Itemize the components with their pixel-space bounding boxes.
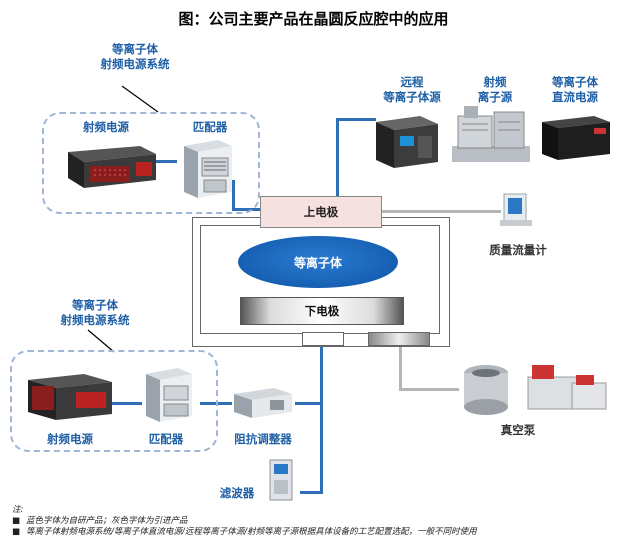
connector-line: [336, 118, 339, 196]
top-rf-system-box: [42, 112, 260, 214]
upper-electrode: 上电极: [260, 196, 382, 228]
filter-icon: [269, 459, 293, 501]
pointer-line: [87, 329, 115, 353]
connector-line: [320, 338, 323, 494]
note-item: ■等离子体射频电源系统/等离子体直流电源/远程等离子体源/射频等离子源根据具体设…: [12, 527, 477, 537]
remote-plasma-source-icon: [376, 116, 438, 168]
notes: 注: ■蓝色字体为自研产品；灰色字体为引进产品 ■等离子体射频电源系统/等离子体…: [12, 505, 612, 538]
top-matcher-label: 匹配器: [192, 120, 228, 134]
connector-line: [295, 402, 321, 405]
rf-ion-source-icon: [452, 106, 530, 162]
lower-electrode: 下电极: [240, 297, 404, 325]
dc-power-unit-icon: [542, 116, 610, 160]
note-item: ■蓝色字体为自研产品；灰色字体为引进产品: [12, 516, 188, 526]
top-system-label: 等离子体 射频电源系统: [100, 42, 170, 71]
connector-line: [112, 402, 142, 405]
chamber-exhaust-port: [368, 332, 430, 346]
rf-power-unit-icon: [68, 146, 156, 188]
filter-label: 滤波器: [219, 486, 255, 500]
top-rf-power-label: 射频电源: [83, 120, 129, 134]
remote-plasma-label: 远程 等离子体源: [383, 75, 441, 104]
matcher-icon: [184, 140, 232, 198]
bottom-matcher-label: 匹配器: [148, 432, 184, 446]
vacuum-pump-icon: [464, 365, 607, 415]
connector-line: [381, 210, 501, 213]
rf-ion-source-label: 射频 离子源: [477, 75, 513, 104]
connector-line: [300, 491, 322, 494]
plasma-region: 等离子体: [238, 236, 398, 288]
rf-power-unit-icon: [28, 374, 112, 420]
mass-flow-meter-icon: [500, 193, 532, 226]
notes-heading: 注:: [12, 505, 24, 515]
connector-line: [232, 180, 235, 210]
connector-line: [336, 118, 376, 121]
bottom-system-label: 等离子体 射频电源系统: [60, 298, 130, 327]
connector-line: [399, 338, 402, 390]
diagram-title: 图：公司主要产品在晶圆反应腔中的应用: [178, 10, 449, 28]
bottom-rf-system-box: [10, 350, 218, 452]
dc-power-label: 等离子体 直流电源: [552, 75, 598, 104]
matcher-icon: [146, 368, 192, 422]
chamber-port: [302, 332, 344, 346]
connector-line: [155, 160, 177, 163]
connector-line: [399, 388, 459, 391]
pointer-line: [121, 85, 159, 113]
vacuum-pump-label: 真空泵: [500, 423, 536, 437]
impedance-tuner-icon: [234, 388, 292, 418]
bottom-rf-power-label: 射频电源: [47, 432, 93, 446]
mass-flow-meter-label: 质量流量计: [489, 243, 547, 257]
impedance-tuner-label: 阻抗调整器: [234, 432, 292, 446]
